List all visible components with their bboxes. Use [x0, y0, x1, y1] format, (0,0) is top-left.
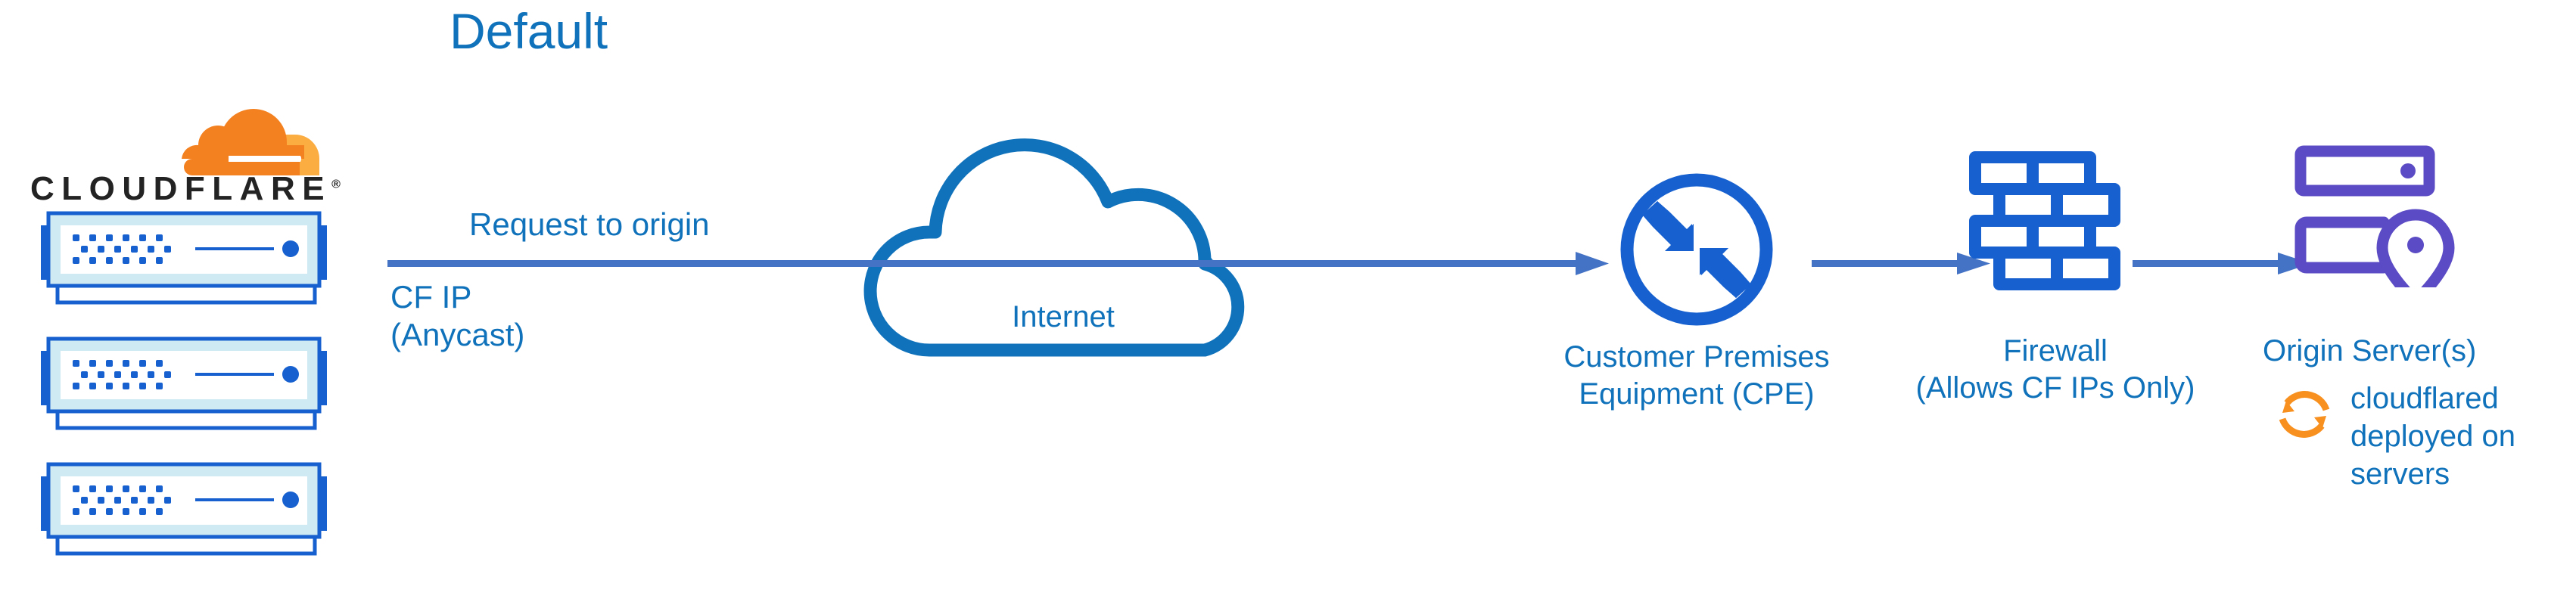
- server-rack-location-pin-icon: [2293, 144, 2475, 287]
- cf-server-unit: [21, 336, 347, 434]
- sync-arrows-icon: [2270, 380, 2338, 448]
- request-flow-arrow: [387, 246, 1621, 282]
- cloudflare-wordmark-text: CLOUDFLARE: [30, 170, 332, 207]
- internet-label: Internet: [1012, 300, 1115, 333]
- cloudflare-wordmark: CLOUDFLARE®: [30, 172, 363, 206]
- cloudflared-deployment-note: cloudflared deployed on servers: [2350, 382, 2515, 491]
- page-title: Default: [450, 3, 608, 59]
- request-to-origin-label: Request to origin: [469, 206, 710, 242]
- cpe-to-firewall-arrow: [1812, 247, 2001, 281]
- cpe-label: Customer Premises Equipment (CPE): [1563, 340, 1830, 411]
- firewall-to-origin-arrow: [2133, 247, 2322, 281]
- cf-ip-anycast-label: CF IP (Anycast): [390, 279, 525, 353]
- cloudflare-logo: CLOUDFLARE®: [30, 98, 363, 206]
- cf-server-unit: [21, 210, 347, 309]
- origin-server-label: Origin Server(s): [2263, 334, 2477, 367]
- router-arrows-circle-icon: [1615, 168, 1778, 331]
- firewall-label: Firewall (Allows CF IPs Only): [1915, 334, 2195, 405]
- registered-trademark-icon: ®: [331, 178, 341, 191]
- cf-server-unit: [21, 461, 347, 560]
- brick-wall-icon: [1969, 151, 2120, 302]
- cloudflare-cloud-icon: [182, 98, 348, 180]
